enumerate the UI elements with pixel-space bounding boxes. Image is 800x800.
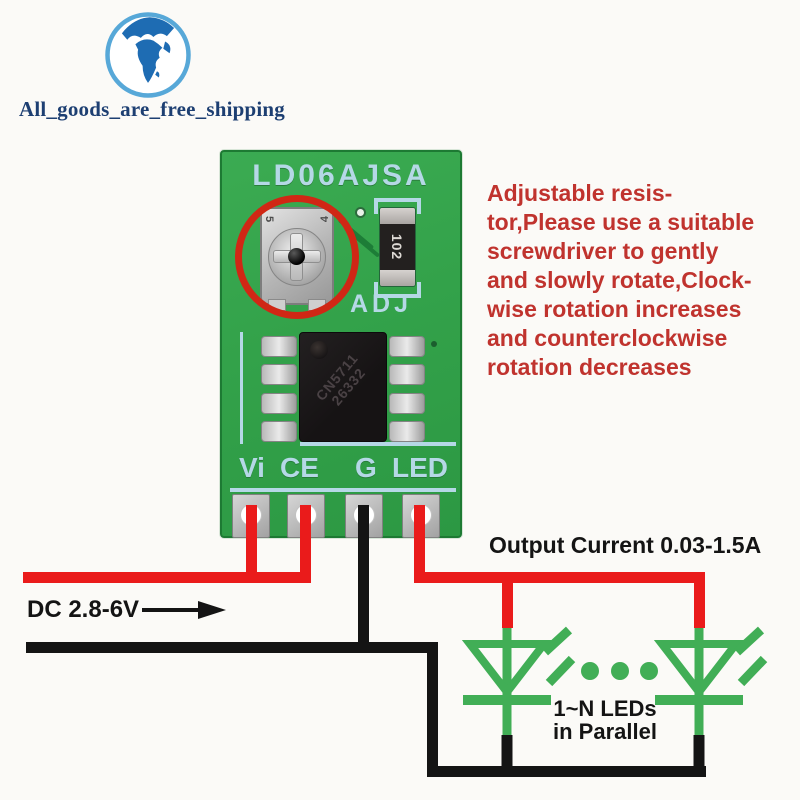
resistor-cap bbox=[380, 208, 415, 224]
smd-resistor: 102 bbox=[380, 208, 415, 286]
wire-led-red bbox=[414, 505, 425, 583]
input-negative-bus bbox=[26, 642, 438, 653]
silkscreen-line bbox=[230, 488, 456, 492]
wire-vi-red bbox=[246, 505, 257, 583]
negative-vertical bbox=[427, 642, 438, 777]
led-symbols bbox=[461, 623, 768, 771]
pin-label-g: G bbox=[355, 452, 377, 483]
chip-body: CN5711 26332 bbox=[299, 332, 387, 442]
wire-g-black bbox=[358, 505, 369, 653]
chip-pin bbox=[389, 364, 425, 385]
input-positive-bus bbox=[23, 572, 311, 583]
chip-pin bbox=[389, 393, 425, 414]
pin-label-led: LED bbox=[392, 452, 448, 483]
pin-label-vi: Vi bbox=[239, 452, 265, 483]
output-positive-bus bbox=[414, 572, 705, 583]
output-drop-led1 bbox=[502, 572, 513, 628]
wire-ce-red bbox=[300, 505, 311, 583]
pin-label-ce: CE bbox=[280, 452, 319, 483]
adj-label: ADJ bbox=[350, 290, 413, 318]
logo-caption: All_goods_are_free_shipping bbox=[19, 97, 285, 121]
dc-input-label: DC 2.8-6V bbox=[27, 596, 140, 623]
pcb-title: LD06AJSA bbox=[252, 159, 430, 192]
pcb-board: LD06AJSA 5 4 102 ADJ bbox=[220, 150, 462, 538]
silkscreen-line bbox=[300, 442, 456, 446]
led-parallel-note: 1~N LEDs in Parallel bbox=[553, 696, 657, 744]
chip-pin bbox=[389, 336, 425, 357]
via-dot bbox=[355, 207, 366, 218]
highlight-circle bbox=[235, 195, 359, 319]
driver-chip: CN5711 26332 bbox=[255, 332, 431, 444]
silkscreen-bracket bbox=[374, 282, 421, 298]
chip-pin bbox=[389, 421, 425, 442]
silkscreen-bracket bbox=[374, 198, 421, 214]
via-dot bbox=[431, 341, 437, 347]
globe-icon bbox=[105, 12, 191, 98]
chip-pin bbox=[261, 421, 297, 442]
chip-pin bbox=[261, 336, 297, 357]
silkscreen-line bbox=[240, 332, 243, 444]
chip-pin bbox=[261, 364, 297, 385]
negative-bottom-bus bbox=[427, 766, 706, 777]
ellipsis-dots bbox=[581, 662, 658, 680]
chip-dimple bbox=[310, 341, 328, 359]
chip-pin bbox=[261, 393, 297, 414]
resistor-cap bbox=[380, 270, 415, 286]
adjustable-resistor-note: Adjustable resis- tor,Please use a suita… bbox=[487, 180, 755, 380]
output-current-label: Output Current 0.03-1.5A bbox=[489, 532, 762, 558]
resistor-code: 102 bbox=[389, 233, 406, 261]
output-drop-led2 bbox=[694, 572, 705, 628]
right-arrow-icon bbox=[142, 601, 226, 619]
